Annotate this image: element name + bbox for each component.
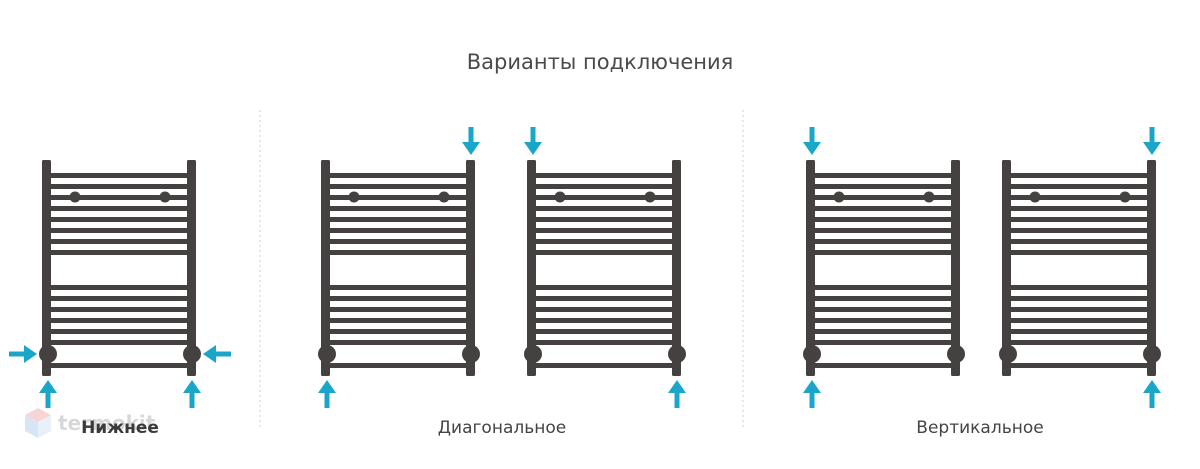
radiator-diagonal-1 (318, 160, 480, 376)
arrow-down-icon (524, 127, 542, 155)
radiator-diagonal-2 (524, 160, 686, 376)
arrow-up-icon (668, 380, 686, 408)
arrow-up-icon (318, 380, 336, 408)
arrow-up-icon (39, 380, 57, 408)
caption-vertical: Вертикальное (916, 418, 1044, 438)
arrow-up-icon (1143, 380, 1161, 408)
page-title: Варианты подключения (466, 50, 734, 74)
arrow-down-icon (462, 127, 480, 155)
arrow-up-icon (803, 380, 821, 408)
cube-logo-icon (25, 408, 51, 438)
radiator-vertical-1 (803, 160, 965, 376)
arrow-down-icon (1143, 127, 1161, 155)
arrow-left-icon (203, 345, 231, 363)
arrow-up-icon (183, 380, 201, 408)
radiator-bottom (39, 160, 201, 376)
watermark: termokit (24, 406, 155, 440)
arrow-down-icon (803, 127, 821, 155)
arrow-right-icon (9, 345, 37, 363)
radiator-vertical-2 (999, 160, 1161, 376)
caption-diagonal: Диагональное (437, 418, 567, 438)
caption-bottom: Нижнее (81, 418, 159, 438)
watermark-text: termokit (58, 411, 156, 435)
